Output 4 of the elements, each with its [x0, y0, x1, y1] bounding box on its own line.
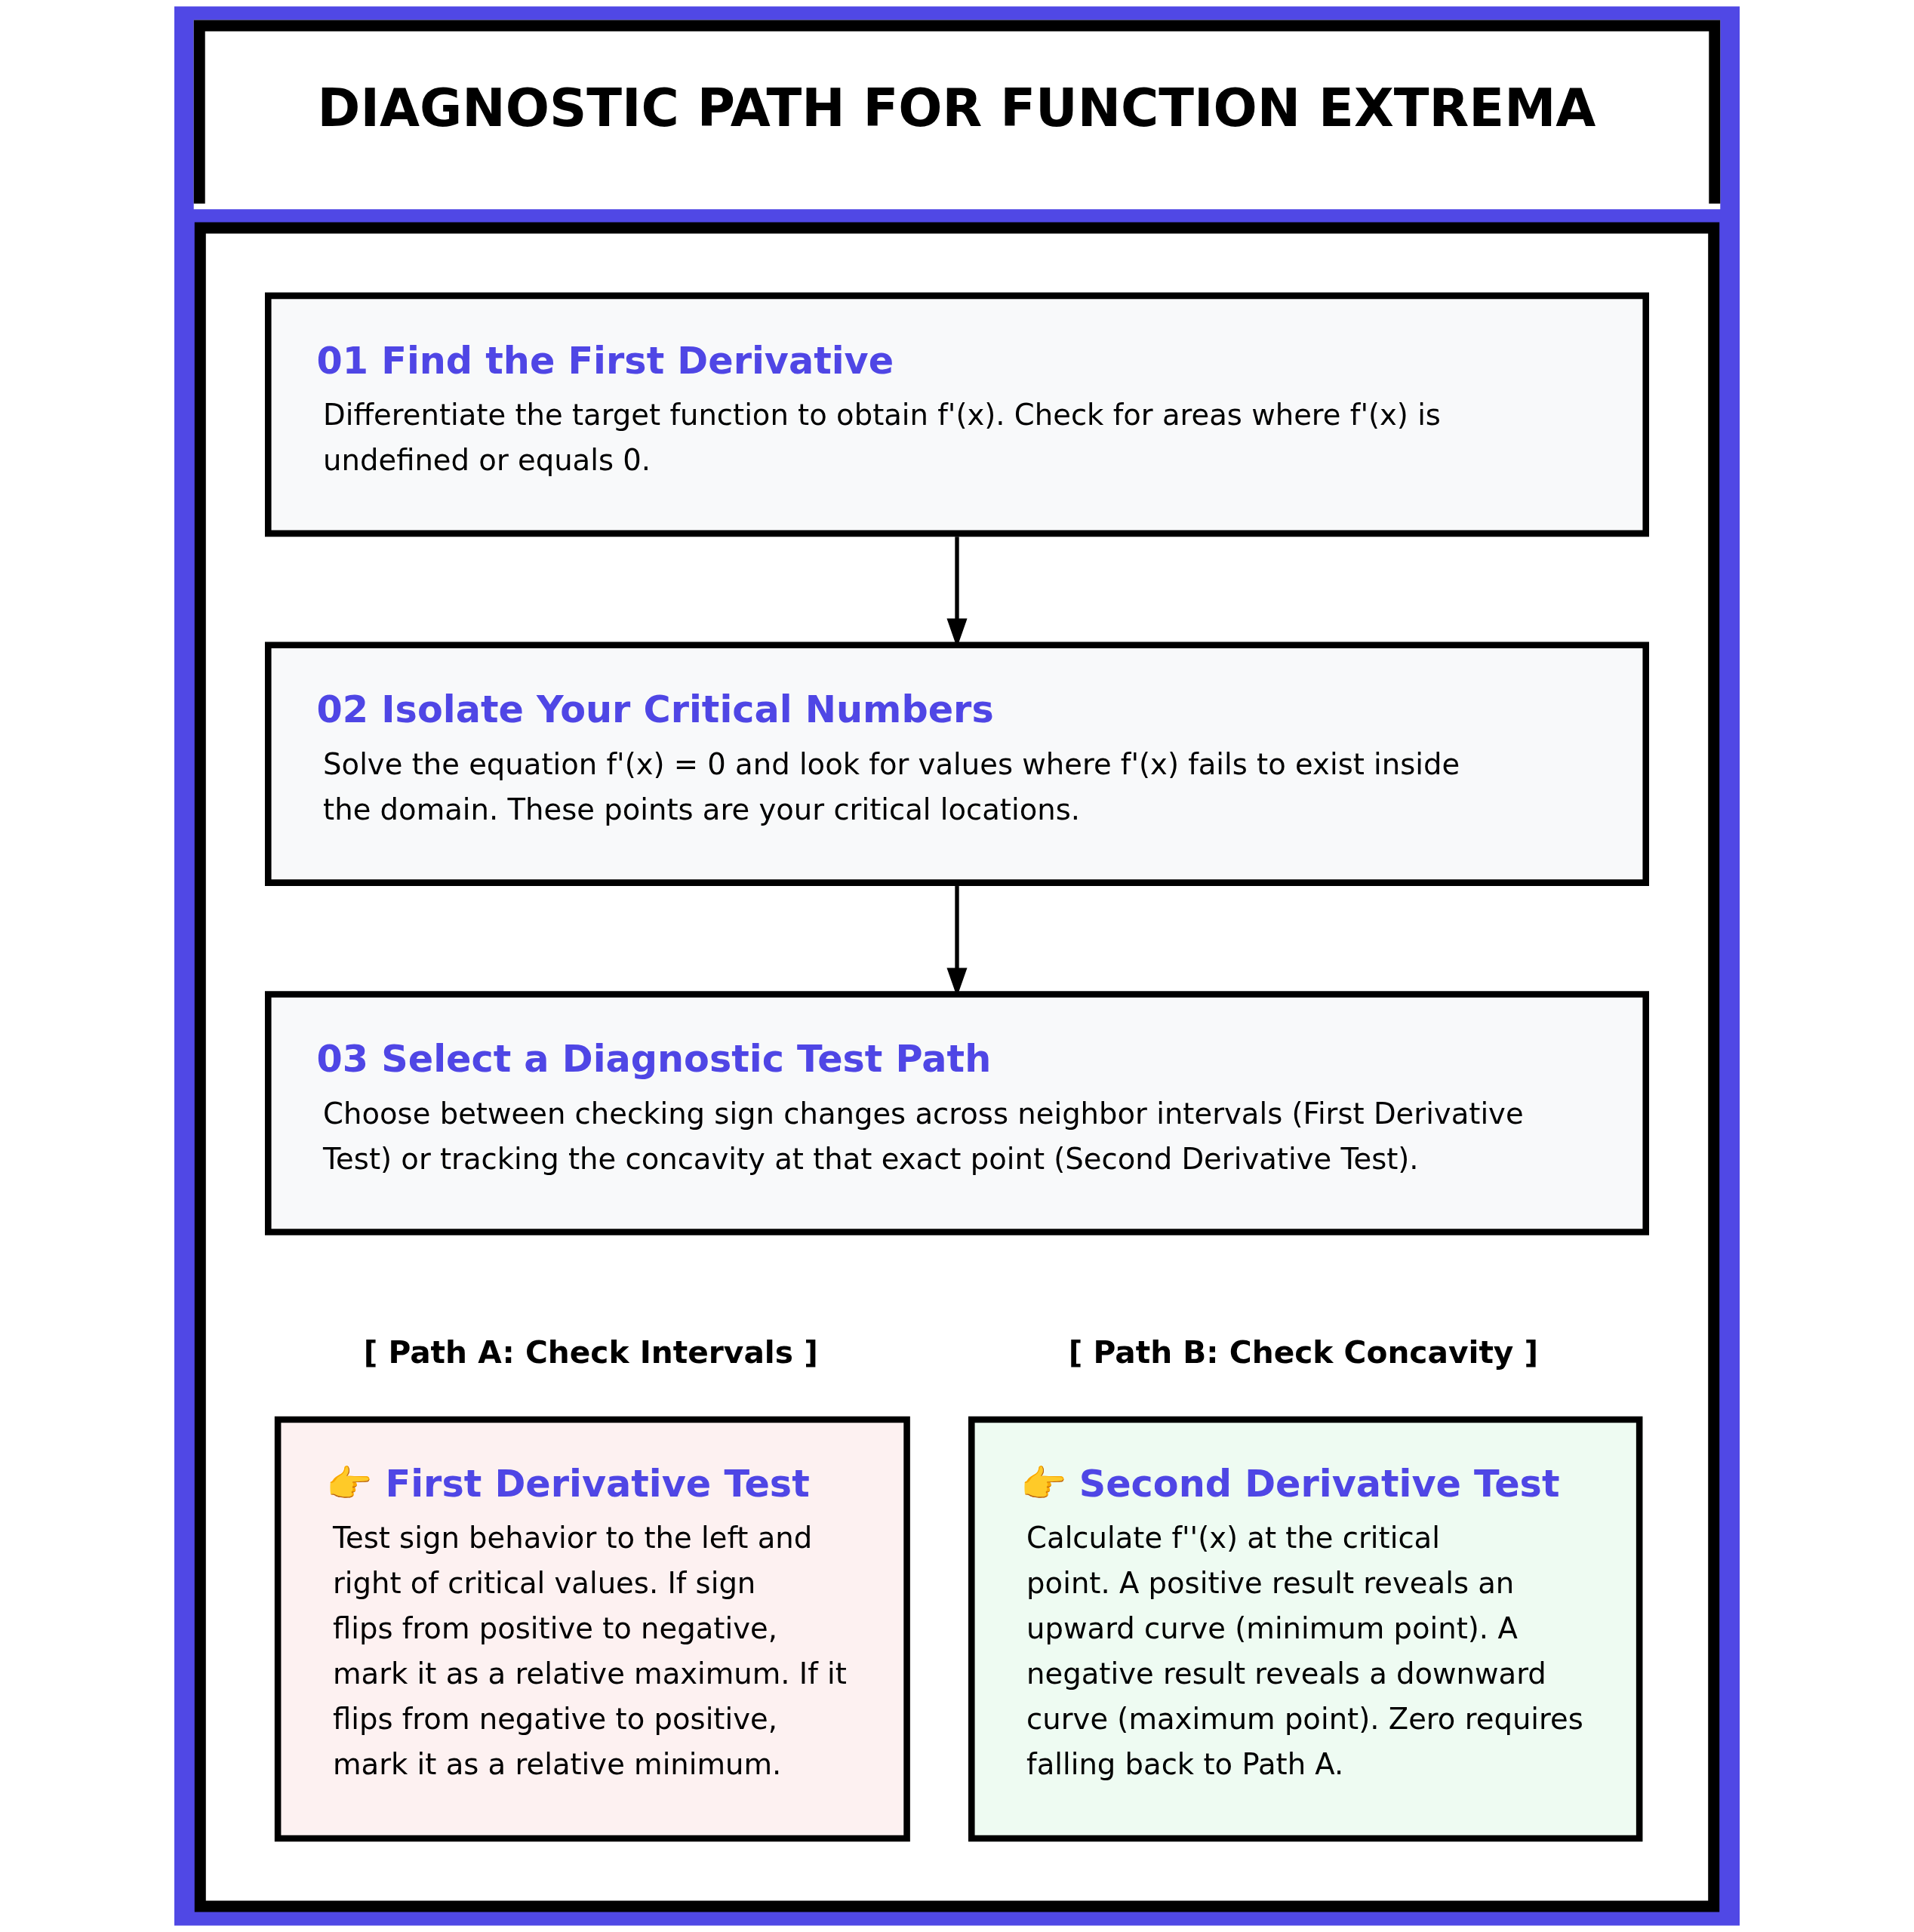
cluster	[194, 222, 1720, 1912]
diagram-title: DIAGNOSTIC PATH FOR FUNCTION EXTREMA	[317, 78, 1596, 139]
node-label: [ Path B: Check Concavity ]	[1068, 1334, 1539, 1371]
node-label: [ Path A: Check Intervals ]	[363, 1334, 818, 1371]
